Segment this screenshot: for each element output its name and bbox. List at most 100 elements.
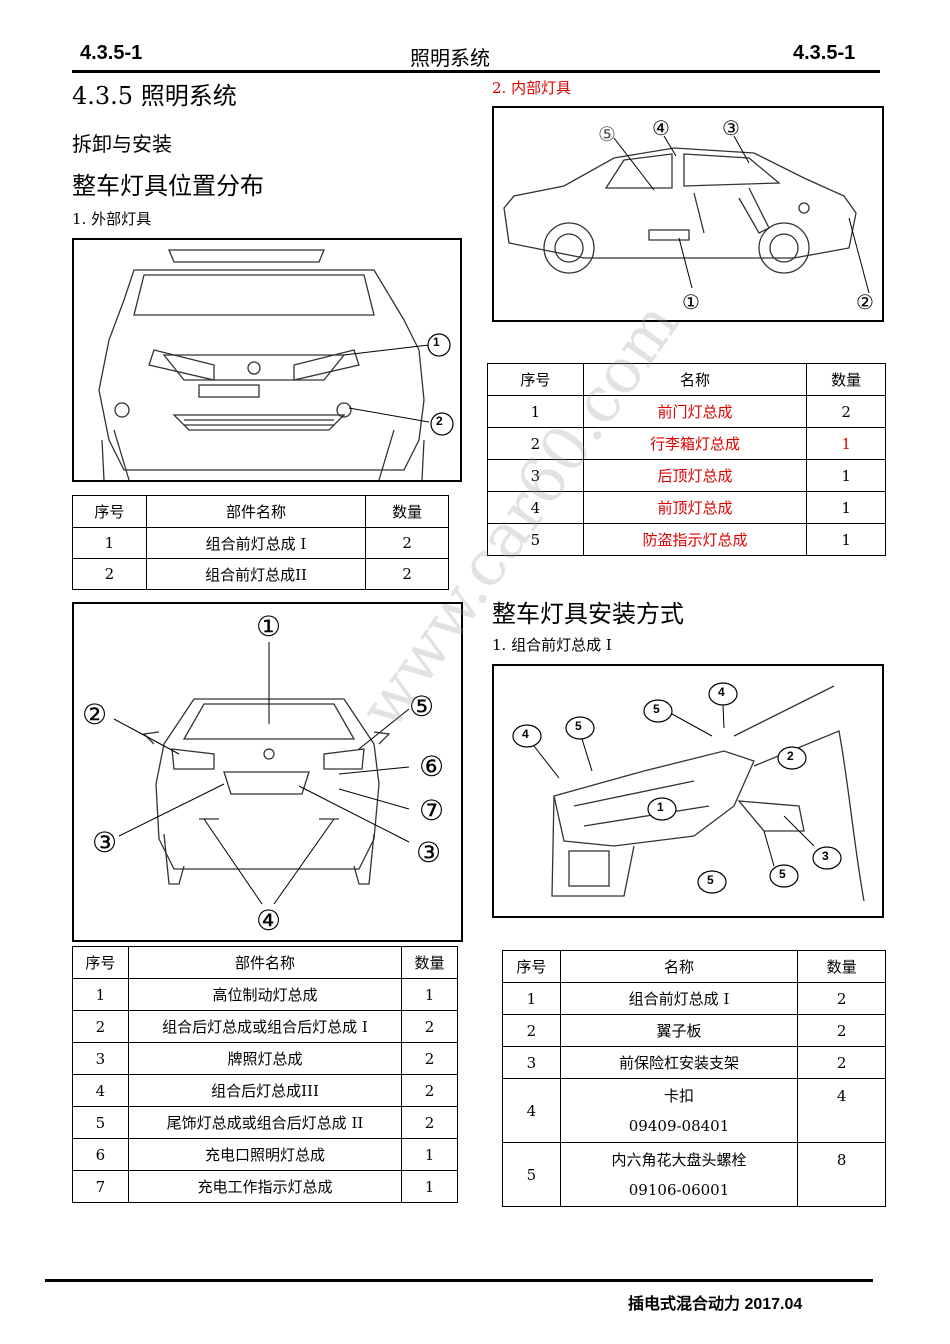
cell: 5 [502,1142,561,1207]
subtitle: 拆卸与安装 [72,132,172,156]
cell: 8 [797,1142,886,1207]
cell: 4 [502,1078,561,1143]
interior-callout-4: ④ [652,116,670,140]
rear-callout-2: ② [82,698,108,731]
part-number: 09106-06001 [628,1180,730,1199]
cell: 1 [401,1138,458,1171]
header-rule [72,70,880,73]
section-title: 4.3.5 照明系统 [72,82,237,110]
cell: 5 [487,523,584,556]
cell: 2 [401,1106,458,1139]
front-callout-2: 2 [436,414,443,428]
cell: 2 [797,982,886,1015]
cell: 1 [806,427,886,460]
cell: 尾饰灯总成或组合后灯总成 II [127,1106,403,1139]
cell: 2 [365,527,449,559]
rear-callout-3-right: ③ [416,836,442,869]
cell: 2 [401,1042,458,1075]
cell: 2 [401,1010,458,1043]
interior-callout-2: ② [856,290,874,314]
footer-text: 插电式混合动力 2017.04 [628,1296,803,1313]
side-car-drawing [503,135,870,294]
col-header: 序号 [72,946,129,979]
cell: 2 [797,1014,886,1047]
cell: 组合后灯总成或组合后灯总成 I [127,1010,403,1043]
cell: 充电工作指示灯总成 [127,1170,403,1203]
rear-callout-1: ① [256,610,282,643]
rear-callout-7: ⑦ [419,794,445,827]
cell: 6 [72,1138,129,1171]
interior-view-figure: ⑤ ④ ③ ① ② [492,106,884,322]
table-header-row: 序号 名称 数量 [487,363,886,396]
rear-car-drawing [113,642,410,905]
cell: 4 [72,1074,129,1107]
cell: 4 [797,1078,886,1143]
cell: 1 [502,982,561,1015]
col-header: 名称 [582,363,808,396]
col-header: 序号 [72,495,147,528]
cell: 1 [72,527,147,559]
col-header: 数量 [797,950,886,983]
install-callout-5a: 5 [575,719,582,733]
col-header: 名称 [559,950,799,983]
headlamp-install-drawing [512,682,865,902]
footer-rule [45,1279,873,1282]
exterior-label: 1. 外部灯具 [72,210,152,228]
front-lamps-table: 序号 部件名称 数量 1 组合前灯总成 I 2 2 组合前灯总成II 2 [72,495,449,590]
part-name: 卡扣 [664,1086,695,1105]
cell: 牌照灯总成 [127,1042,403,1075]
cell: 7 [72,1170,129,1203]
cell: 翼子板 [559,1014,799,1047]
interior-callout-3: ③ [722,116,740,140]
install-callout-1: 1 [657,800,664,814]
cell: 组合后灯总成III [127,1074,403,1107]
col-header: 数量 [806,363,886,396]
cell: 2 [72,1010,129,1043]
interior-label: 2. 内部灯具 [492,79,572,97]
install-callout-5b: 5 [653,702,660,716]
install-callout-4b: 4 [718,685,725,699]
cell: 3 [72,1042,129,1075]
rear-callout-3-left: ③ [92,826,118,859]
rear-callout-5: ⑤ [409,690,435,723]
cell: 2 [401,1074,458,1107]
cell: 充电口照明灯总成 [127,1138,403,1171]
install-callout-3: 3 [822,849,829,863]
header-left: 4.3.5-1 [80,42,143,64]
install-callout-5d: 5 [779,867,786,881]
cell: 1 [72,978,129,1011]
col-header: 部件名称 [145,495,367,528]
cell: 前保险杠安装支架 [559,1046,799,1079]
rear-callout-6: ⑥ [419,750,445,783]
cell: 组合前灯总成II [145,558,367,590]
heading-install: 整车灯具安装方式 [492,600,684,628]
install-callout-4a: 4 [522,727,529,741]
col-header: 数量 [401,946,458,979]
interior-callout-1: ① [682,290,700,314]
table-row: 2 组合前灯总成II 2 [72,558,449,590]
table-header-row: 序号 部件名称 数量 [72,495,449,528]
cell: 5 [72,1106,129,1139]
cell: 防盗指示灯总成 [582,523,808,556]
col-header: 序号 [502,950,561,983]
cell: 组合前灯总成 I [559,982,799,1015]
header-right: 4.3.5-1 [793,42,856,64]
col-header: 数量 [365,495,449,528]
cell: 2 [365,558,449,590]
cell: 2 [806,395,886,428]
cell: 前顶灯总成 [582,491,808,524]
